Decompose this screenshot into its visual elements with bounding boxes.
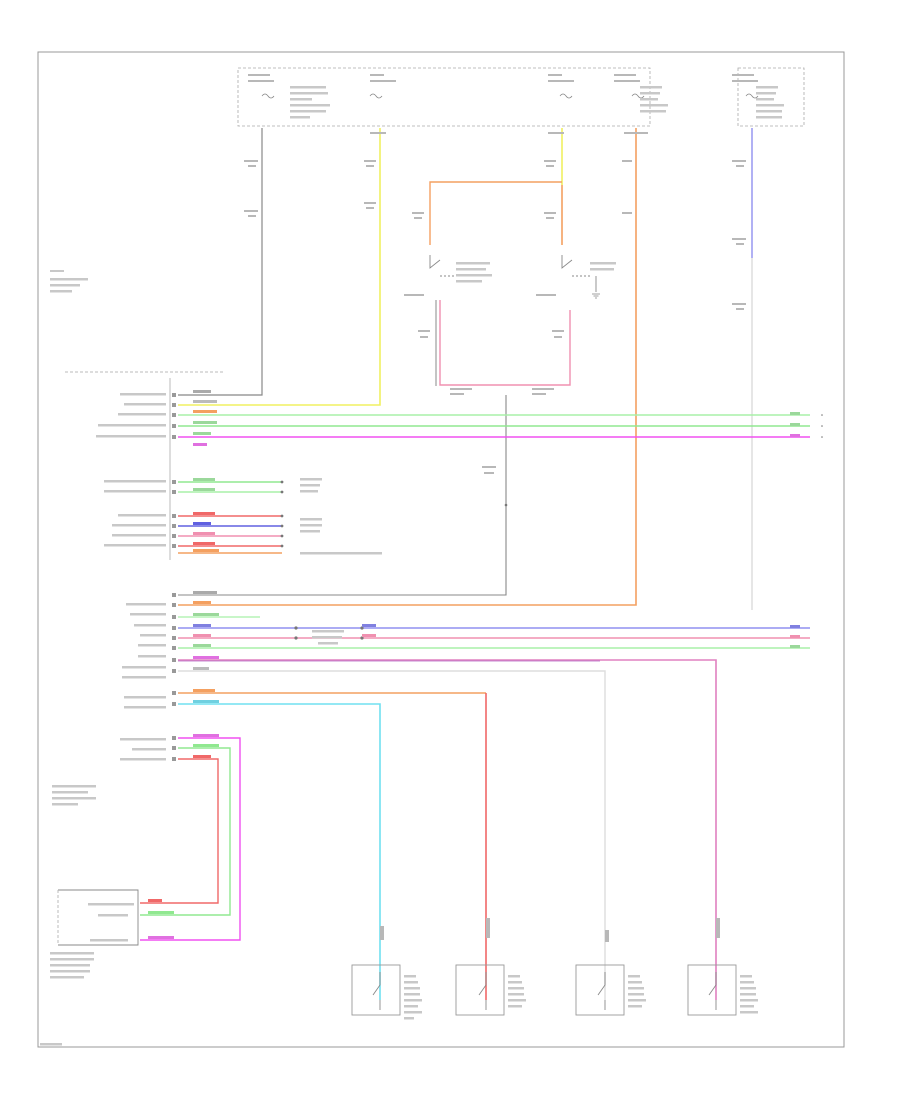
flasher-wires (178, 481, 282, 493)
wire-code-marks (244, 74, 758, 942)
wire-tags (148, 390, 376, 939)
relay-box-right (737, 67, 805, 127)
switch-group (429, 255, 597, 292)
wire-magenta-h (178, 659, 717, 1000)
diagram-frame (37, 51, 845, 1048)
wire-lightgray-i (178, 670, 606, 1000)
bus-end-labels-upper (790, 412, 823, 438)
bus-wires-lower (178, 616, 810, 1000)
ground-icon (592, 293, 600, 299)
switch-return-wires (178, 300, 571, 596)
vertical-wires (178, 128, 753, 610)
sensor-module (57, 889, 139, 946)
wire-cyan-k (178, 703, 381, 1000)
bcm-pin-markers (172, 393, 176, 761)
relay-box-4 (687, 964, 737, 1016)
signal-wires (140, 737, 241, 941)
bus-wires-upper (178, 414, 810, 438)
relay-box-3 (575, 964, 625, 1016)
relay-boxes (351, 964, 737, 1016)
wire-gray-center (178, 395, 507, 596)
lamp-output-wires (178, 515, 282, 554)
relay-box-1 (351, 964, 401, 1016)
fuse-group (261, 93, 759, 99)
relay-contacts (372, 972, 717, 1010)
wire-yellow-1 (178, 128, 381, 406)
relay-box-2 (455, 964, 505, 1016)
wire-orange-loop (429, 181, 562, 245)
illegible-label-marks (40, 86, 784, 1046)
fuse-block-box (237, 67, 651, 127)
bus-end-labels-lower (790, 625, 800, 648)
wire-orange-long (178, 128, 637, 606)
wire-gray-left (178, 128, 263, 396)
splice-dots (280, 480, 508, 640)
